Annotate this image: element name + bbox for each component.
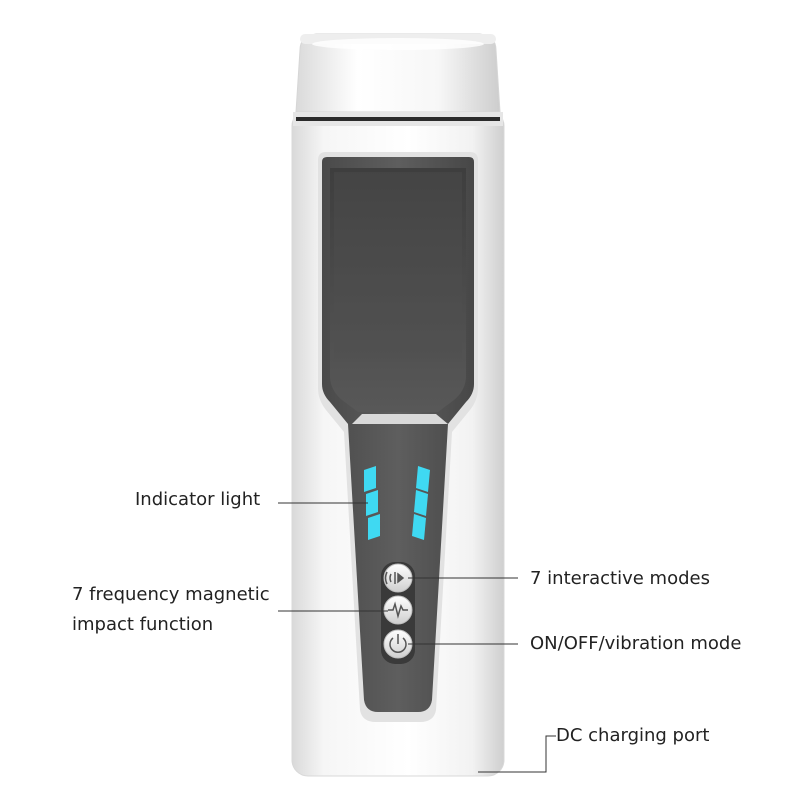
control-buttons	[381, 562, 415, 664]
window	[330, 168, 466, 424]
indicator-light-right	[412, 466, 430, 540]
indicator-light-label: Indicator light	[135, 489, 261, 510]
pulse-icon	[388, 601, 408, 619]
interactive-modes-label: 7 interactive modes	[530, 568, 710, 589]
frequency-impact-label: 7 frequency magnetic impact function	[72, 584, 270, 635]
mode-wave-icon	[384, 571, 405, 585]
charging-port-label: DC charging port	[556, 725, 710, 746]
power-mode-label: ON/OFF/vibration mode	[530, 633, 742, 654]
indicator-light-left	[364, 466, 380, 540]
callout-lines	[278, 502, 556, 773]
charging-port-line	[478, 735, 556, 773]
interactive-modes-button[interactable]	[383, 563, 413, 593]
power-mode-button[interactable]	[383, 629, 413, 659]
device-cap	[295, 33, 501, 113]
frequency-impact-button[interactable]	[383, 595, 413, 625]
chrome-ring	[293, 112, 503, 126]
power-icon	[389, 634, 407, 653]
indicator-light	[364, 466, 430, 540]
